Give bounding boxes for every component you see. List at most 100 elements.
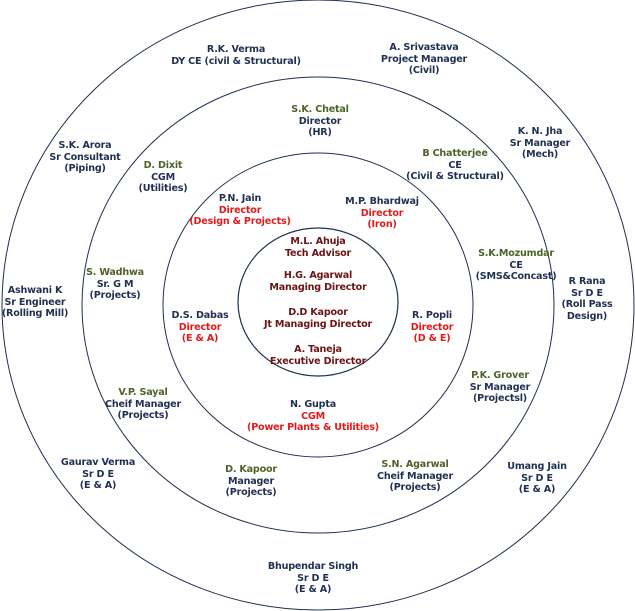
center-person: H.G. Agarwal Managing Director — [269, 270, 366, 293]
person-title: (Projects) — [389, 482, 441, 494]
person-title: Manager — [227, 475, 275, 487]
person-title: Sr Manager — [509, 137, 571, 149]
person-title: Director — [410, 321, 454, 333]
person-title: (Design & Projects) — [189, 216, 291, 228]
person-name: S.N. Agarwal — [381, 459, 449, 470]
person-name: Ashwani K — [7, 285, 63, 296]
person-title: (Roll Pass — [561, 299, 613, 311]
person-title: (E & A) — [294, 584, 332, 596]
person-name: R. Popli — [411, 310, 453, 321]
person-title: Sr D E — [297, 572, 329, 584]
person-title: (Projects) — [225, 487, 277, 499]
person-title: Director — [178, 321, 222, 333]
person-title: (Civil) — [408, 65, 440, 77]
person-title: CGM — [151, 171, 175, 183]
person-title: Project Manager — [380, 53, 468, 65]
person-title: Sr D E — [521, 472, 553, 484]
inner-ring — [237, 227, 399, 377]
person-title: Sr D E — [571, 287, 603, 299]
person-name: K. N. Jha — [517, 126, 563, 137]
person-title: (E & A) — [181, 333, 219, 345]
person-title: Jt Managing Director — [263, 318, 373, 330]
person-title: Sr Manager — [469, 381, 531, 393]
person-title: Sr. G M — [96, 278, 134, 290]
person-title: (Projects) — [89, 290, 141, 302]
person-name: V.P. Sayal — [118, 387, 168, 398]
second-ring — [81, 76, 555, 534]
person-title: (Piping) — [64, 163, 106, 175]
person-name: S.K.Mozumdar — [478, 248, 554, 259]
person-name: Bhupendar Singh — [267, 561, 359, 572]
person-title: CGM — [301, 410, 325, 422]
person-title: (Mech) — [521, 149, 559, 161]
person-name: D. Dixit — [143, 160, 183, 171]
person-name: M.P. Bhardwaj — [345, 196, 419, 207]
person-name: D.D Kapoor — [288, 307, 348, 318]
person-title: Cheif Manager — [104, 398, 182, 410]
center-person: D.D Kapoor Jt Managing Director — [264, 307, 372, 330]
person-name: D.S. Dabas — [171, 310, 229, 321]
person-title: Director — [360, 207, 404, 219]
person-name: Gaurav Verma — [60, 457, 136, 468]
person-name: R Rana — [568, 276, 606, 287]
person-title: Sr Engineer — [4, 296, 66, 308]
person-title: (SMS&Concast) — [475, 271, 557, 283]
person-name: H.G. Agarwal — [283, 270, 353, 281]
person-name: S. Wadhwa — [86, 267, 144, 278]
person-title: CE — [509, 259, 523, 271]
person-title: Executive Director — [269, 355, 367, 367]
person-title: (Projects) — [117, 410, 169, 422]
person-title: (Power Plants & Utilities) — [247, 422, 379, 434]
person-name: R.K. Verma — [206, 44, 266, 55]
person-title: (Civil & Structural) — [406, 171, 504, 183]
person-title: Sr D E — [82, 468, 114, 480]
center-person: A. Taneja Executive Director — [270, 344, 366, 367]
person-title: CE — [448, 159, 462, 171]
person-title: Managing Director — [269, 281, 367, 293]
third-ring — [162, 152, 474, 458]
person-name: M.L. Ahuja — [290, 236, 346, 247]
person-name: P.K. Grover — [471, 370, 529, 381]
person-title: Tech Advisor — [284, 247, 352, 259]
center-person: M.L. Ahuja Tech Advisor — [285, 236, 351, 259]
person-title: (Projectsl) — [472, 393, 527, 405]
person-title: Director — [298, 115, 342, 127]
person-title: Sr Consultant — [49, 151, 121, 163]
person-name: P.N. Jain — [218, 193, 262, 204]
person-name: N. Gupta — [289, 399, 337, 410]
person-title: Director — [218, 204, 262, 216]
person-title: (HR) — [308, 127, 332, 139]
person-name: D. Kapoor — [225, 464, 277, 475]
person-title: (Rolling Mill) — [1, 308, 69, 320]
person-name: Umang Jain — [507, 461, 567, 472]
person-title: Design) — [566, 310, 608, 322]
person-title: (Iron) — [367, 219, 397, 231]
person-title: (Utilities) — [138, 183, 188, 195]
person-title: DY CE (civil & Structural) — [171, 55, 301, 67]
person-name: A. Taneja — [294, 344, 342, 355]
person-name: B Chatterjee — [422, 148, 488, 159]
person-title: Cheif Manager — [376, 470, 454, 482]
person-name: A. Srivastava — [389, 42, 459, 53]
